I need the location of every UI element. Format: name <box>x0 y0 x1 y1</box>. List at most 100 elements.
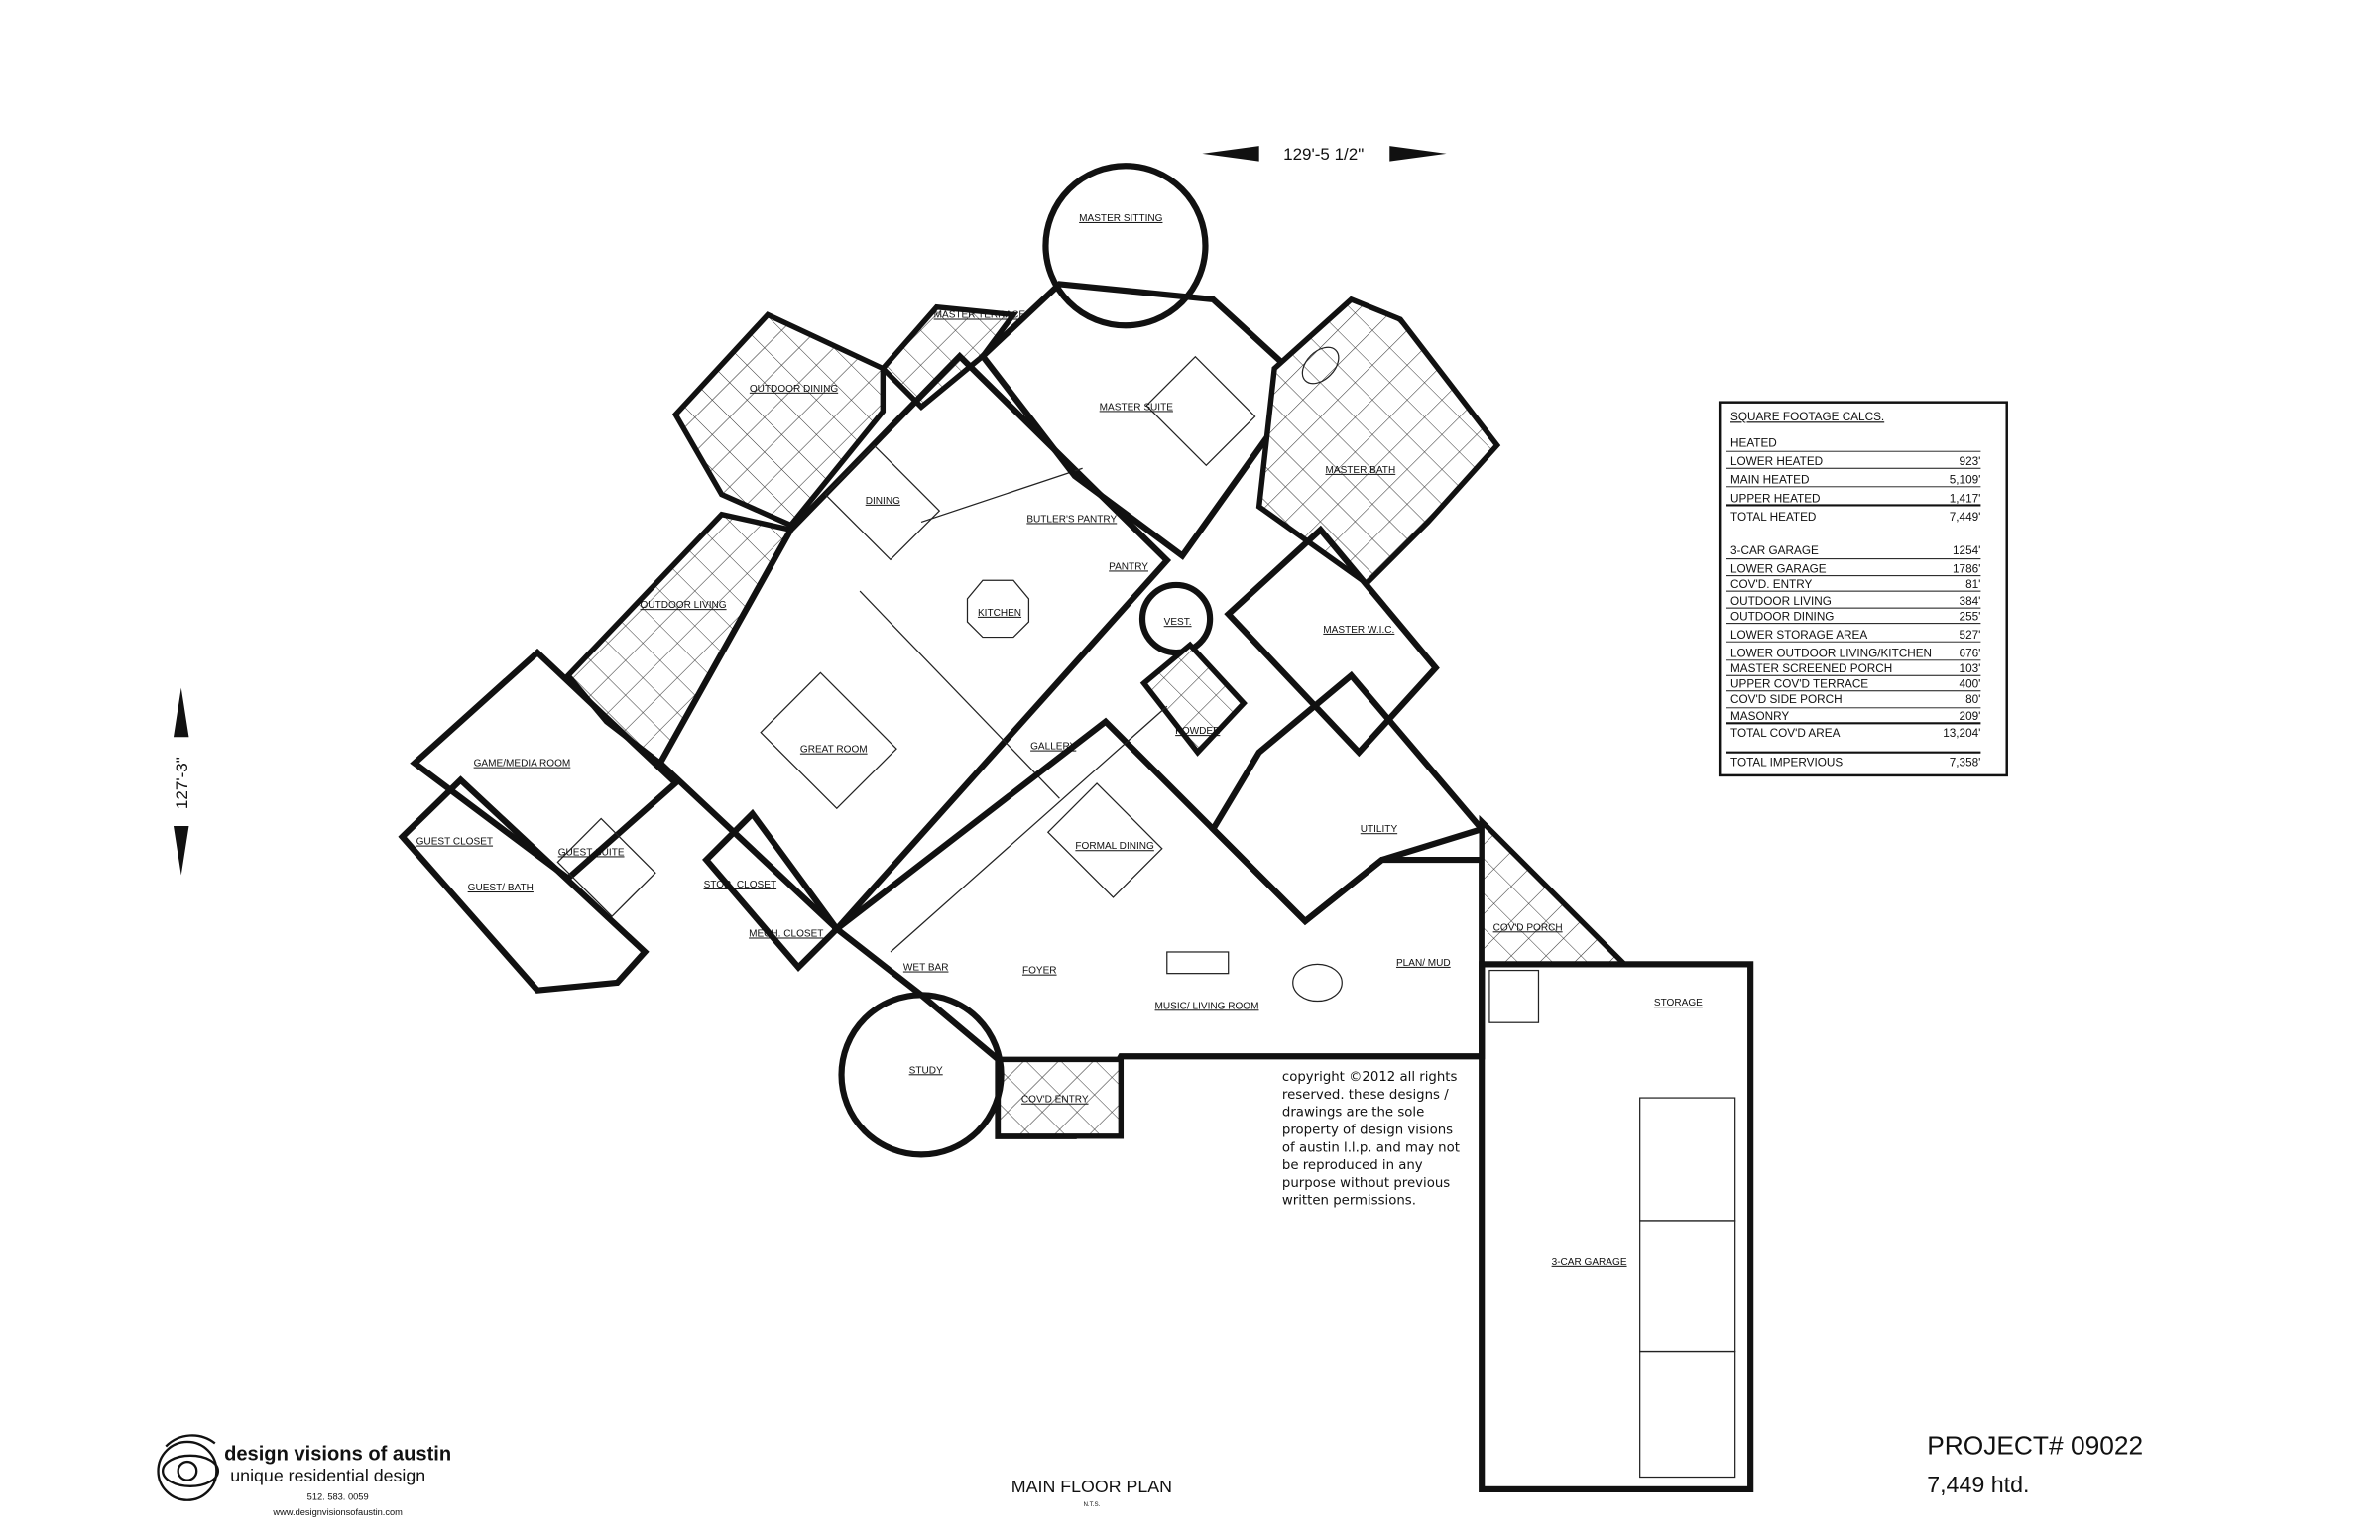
row-label: TOTAL HEATED <box>1730 511 1816 524</box>
height-dimension: 127'-3" <box>173 687 191 876</box>
square-footage-table: SQUARE FOOTAGE CALCS. HEATED LOWER HEATE… <box>1718 401 2008 777</box>
stor-mech-closets <box>702 808 841 973</box>
master-bath-block <box>1255 296 1501 587</box>
room-label: 3-CAR GARAGE <box>1552 1257 1627 1268</box>
row-label: MASONRY <box>1730 710 1789 723</box>
table-row: OUTDOOR DINING 255' <box>1730 611 1980 624</box>
copyright-line: written permissions. <box>1282 1194 1416 1209</box>
copyright-line: property of design visions <box>1282 1123 1453 1137</box>
row-value: 1,417' <box>1950 492 1981 505</box>
room-label: GUEST SUITE <box>558 847 625 858</box>
table-row: LOWER HEATED 923' <box>1730 455 1980 468</box>
table-row: MASONRY 209' <box>1730 710 1980 723</box>
row-label: UPPER HEATED <box>1730 492 1821 505</box>
copyright-line: drawings are the sole <box>1282 1106 1424 1121</box>
heated-header: HEATED <box>1730 437 1777 450</box>
row-label: LOWER GARAGE <box>1730 563 1827 576</box>
row-label: TOTAL COV'D AREA <box>1730 727 1841 740</box>
guest-wing-block <box>398 775 650 994</box>
arrow-down-icon <box>173 826 189 876</box>
row-label: 3-CAR GARAGE <box>1730 544 1819 557</box>
room-label: GUEST CLOSET <box>416 837 493 848</box>
table-row: UPPER HEATED 1,417' <box>1730 492 1980 505</box>
row-value: 676' <box>1960 648 1981 660</box>
covd-entry-area <box>995 1056 1125 1139</box>
room-label: OUTDOOR LIVING <box>640 600 726 611</box>
row-label: LOWER STORAGE AREA <box>1730 629 1867 642</box>
row-value: 5,109' <box>1950 474 1981 487</box>
row-value: 923' <box>1960 455 1981 468</box>
room-label: VEST. <box>1164 617 1192 628</box>
row-value: 209' <box>1960 710 1981 723</box>
logo-tagline: unique residential design <box>230 1466 425 1485</box>
row-label: LOWER OUTDOOR LIVING/KITCHEN <box>1730 648 1932 660</box>
room-label: COV'D ENTRY <box>1021 1095 1089 1106</box>
vestibule-rotunda <box>1138 581 1214 656</box>
row-value: 1254' <box>1953 544 1980 557</box>
row-label: MAIN HEATED <box>1730 474 1809 487</box>
room-label: POWDER <box>1175 726 1220 737</box>
row-label: LOWER HEATED <box>1730 455 1823 468</box>
room-labels: MASTER SITTING MASTER TERRACE OUTDOOR DI… <box>416 213 1704 1268</box>
room-label: PLAN/ MUD <box>1396 958 1451 969</box>
row-value: 80' <box>1965 693 1980 706</box>
row-label: MASTER SCREENED PORCH <box>1730 662 1892 675</box>
copyright-line: reserved. these designs / <box>1282 1088 1449 1103</box>
main-living-block <box>655 351 1172 934</box>
room-label: MASTER SUITE <box>1100 402 1174 413</box>
room-label: MASTER BATH <box>1326 465 1396 476</box>
row-value: 103' <box>1960 662 1981 675</box>
outdoor-dining-area <box>671 311 887 529</box>
room-label: MECH. CLOSET <box>749 928 823 939</box>
room-label: GALLERY <box>1030 742 1076 753</box>
logo-phone: 512. 583. 0059 <box>307 1492 369 1502</box>
logo-website: www.designvisionsofaustin.com <box>272 1507 403 1517</box>
room-label: KITCHEN <box>978 608 1021 619</box>
copyright-line: of austin l.l.p. and may not <box>1282 1140 1460 1155</box>
room-label: COV'D PORCH <box>1493 922 1563 933</box>
plan-scale: N.T.S. <box>1083 1501 1100 1508</box>
row-value: 81' <box>1965 578 1980 591</box>
row-value: 13,204' <box>1943 727 1980 740</box>
room-label: GAME/MEDIA ROOM <box>474 759 571 770</box>
room-label: OUTDOOR DINING <box>750 384 838 395</box>
copyright-line: be reproduced in any <box>1282 1158 1423 1173</box>
eye-logo-icon <box>157 1434 220 1501</box>
room-label: FOYER <box>1022 966 1057 977</box>
arrow-left-icon <box>1202 146 1259 162</box>
project-heated: 7,449 htd. <box>1927 1472 2029 1497</box>
copyright-line: copyright ©2012 all rights <box>1282 1070 1458 1085</box>
table-title: SQUARE FOOTAGE CALCS. <box>1730 411 1884 423</box>
table-row: TOTAL COV'D AREA 13,204' <box>1730 727 1980 740</box>
row-value: 384' <box>1960 595 1981 608</box>
game-media-block <box>410 648 680 883</box>
row-value: 255' <box>1960 611 1981 624</box>
room-label: STOR. CLOSET <box>704 880 777 890</box>
row-label: UPPER COV'D TERRACE <box>1730 678 1868 691</box>
room-label: PANTRY <box>1109 561 1148 572</box>
row-label: COV'D. ENTRY <box>1730 578 1812 591</box>
table-row: MASTER SCREENED PORCH 103' <box>1730 662 1980 675</box>
room-label: MASTER W.I.C. <box>1323 625 1394 636</box>
height-label: 127'-3" <box>173 757 191 809</box>
table-row: TOTAL IMPERVIOUS 7,358' <box>1730 757 1980 770</box>
width-label: 129'-5 1/2" <box>1283 145 1364 164</box>
row-value: 7,358' <box>1950 757 1981 770</box>
copyright-notice: copyright ©2012 all rights reserved. the… <box>1282 1070 1460 1209</box>
row-label: TOTAL IMPERVIOUS <box>1730 757 1843 770</box>
row-label: OUTDOOR DINING <box>1730 611 1834 624</box>
room-label: BUTLER'S PANTRY <box>1026 514 1117 525</box>
arrow-right-icon <box>1389 146 1447 162</box>
plan-title: MAIN FLOOR PLAN <box>1012 1477 1172 1496</box>
company-logo: design visions of austin unique resident… <box>157 1434 451 1517</box>
floor-plan-drawing <box>398 163 1754 1493</box>
master-sitting-rotunda <box>1042 163 1209 329</box>
table-row: COV'D. ENTRY 81' <box>1730 578 1980 591</box>
